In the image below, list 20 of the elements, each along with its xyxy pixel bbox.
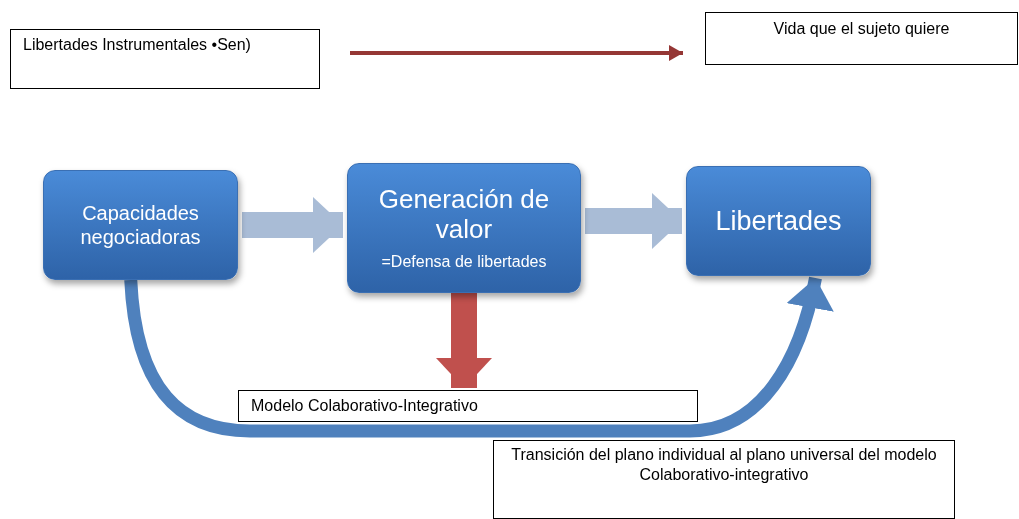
box-title: Generación de valor — [377, 184, 551, 244]
box-text: Libertades Instrumentales •Sen) — [23, 35, 252, 55]
box-text: =Defensa de libertades — [381, 252, 547, 272]
text-box — [705, 12, 1018, 65]
curved-arrow — [124, 276, 833, 438]
process-box — [347, 163, 581, 293]
box-text: Vida que el sujeto quiere — [772, 19, 951, 39]
box-text: Modelo Colaborativo-Integrativo — [251, 396, 479, 416]
process-box — [43, 170, 238, 280]
text-box — [493, 440, 955, 519]
text-box — [238, 390, 698, 422]
block-arrow — [585, 193, 682, 249]
block-arrow — [436, 293, 492, 388]
process-box — [686, 166, 871, 276]
box-title: Libertades — [715, 205, 842, 237]
box-text: Transición del plano individual al plano universal del modelo Colaborativo-integrativo — [510, 445, 938, 485]
box-title: Capacidades negociadoras — [79, 201, 202, 249]
arrow — [350, 45, 683, 61]
block-arrow — [242, 197, 343, 253]
text-box — [10, 29, 320, 89]
